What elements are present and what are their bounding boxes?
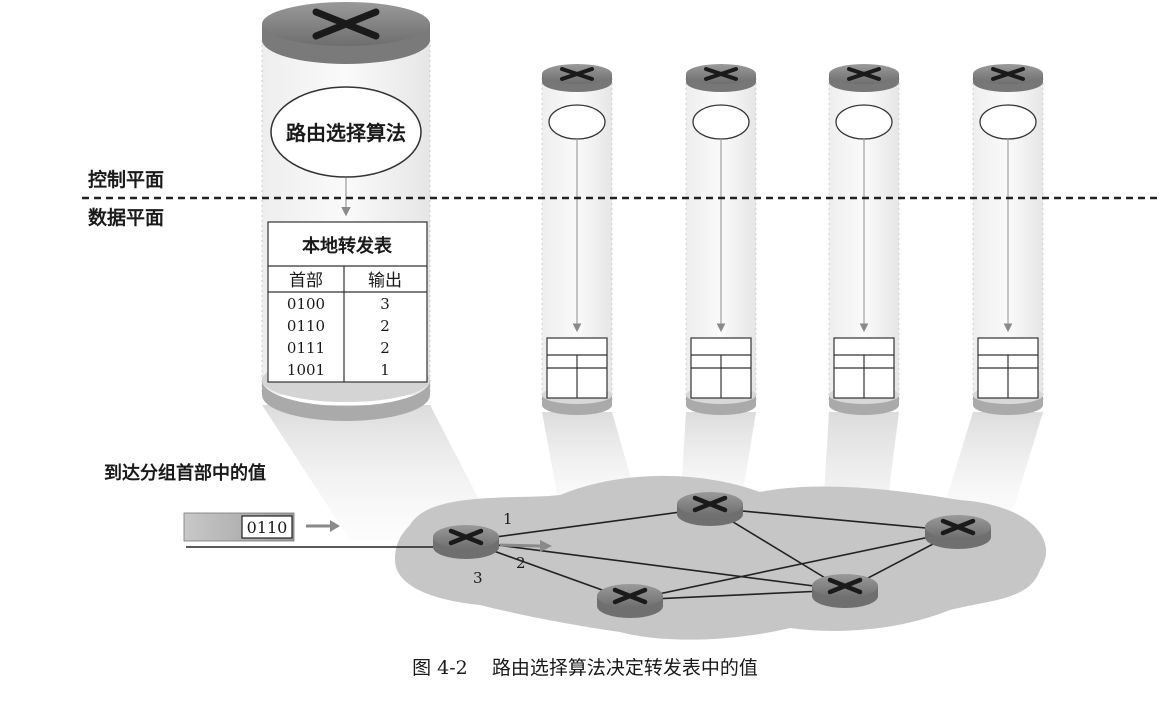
- table-cell: 1001: [287, 361, 325, 379]
- router: [597, 584, 663, 618]
- link: [465, 507, 711, 542]
- network-cloud: [395, 475, 1047, 640]
- table-cell: 0100: [287, 295, 325, 313]
- forwarding-table-title: 本地转发表: [302, 235, 393, 257]
- table-cell: 1: [380, 361, 390, 379]
- port-label: 2: [516, 554, 526, 572]
- routing-algorithm-ellipse: [548, 104, 606, 140]
- control-plane-label: 控制平面: [88, 168, 164, 191]
- link: [629, 589, 846, 601]
- figure-caption: 图 4-2 路由选择算法决定转发表中的值: [412, 657, 758, 679]
- router-cross-icon: [560, 67, 594, 81]
- router-edge: [433, 525, 499, 559]
- table-cell: 0110: [287, 317, 325, 335]
- table-cell: 3: [380, 295, 390, 313]
- router-cross-icon: [692, 495, 728, 513]
- forwarding-table-mini: [690, 337, 752, 399]
- port-label: 3: [473, 569, 483, 587]
- incoming-packet: 到达分组首部中的值 0110: [104, 462, 340, 542]
- packet-arrow-icon: [330, 520, 340, 532]
- forwarding-table-mini: [977, 337, 1039, 399]
- router-cross-icon: [704, 67, 738, 81]
- router: [677, 492, 743, 526]
- table-header-output: 输出: [368, 271, 402, 291]
- big-router-cross-icon: [312, 8, 380, 40]
- link: [709, 507, 959, 532]
- link: [465, 540, 846, 591]
- forwarding-table: 本地转发表 首部 输出 0100 3 0110 2 0111 2 1001 1: [267, 221, 428, 383]
- small-router-4: [972, 64, 1044, 415]
- table-cell: 2: [380, 317, 390, 335]
- router: [812, 574, 878, 608]
- router-cross-icon: [448, 528, 484, 546]
- routing-algorithm-label: 路由选择算法: [286, 121, 406, 145]
- beam-4: [940, 412, 1043, 520]
- link: [629, 530, 959, 601]
- router-cross-icon: [827, 577, 863, 595]
- small-router-1: [541, 64, 613, 415]
- packet-header-value: 0110: [247, 518, 288, 537]
- router-cross-icon: [847, 67, 881, 81]
- router-cross-icon: [612, 587, 648, 605]
- packet-header-box: [241, 515, 293, 539]
- routing-algorithm-ellipse: [270, 86, 422, 178]
- small-router-3: [828, 64, 900, 415]
- packet-caption: 到达分组首部中的值: [104, 462, 266, 484]
- router-cross-icon: [991, 67, 1025, 81]
- router-cross-icon: [940, 518, 976, 536]
- table-cell: 0111: [287, 339, 325, 357]
- small-router-2: [685, 64, 757, 415]
- data-plane-label: 数据平面: [88, 206, 164, 229]
- forwarding-table-mini: [546, 337, 608, 399]
- table-cell: 2: [380, 339, 390, 357]
- big-router: 路由选择算法 本地转发表 首部 输出 0100 3 0110 2 0111 2 …: [261, 2, 431, 421]
- forwarding-table-mini: [833, 337, 895, 399]
- table-header-prefix: 首部: [289, 271, 323, 291]
- forward-arrow-icon: [540, 540, 552, 552]
- port-label: 1: [503, 510, 513, 528]
- routing-algorithm-ellipse: [835, 104, 893, 140]
- routing-algorithm-ellipse: [979, 104, 1037, 140]
- routing-algorithm-ellipse: [692, 104, 750, 140]
- router: [925, 515, 991, 549]
